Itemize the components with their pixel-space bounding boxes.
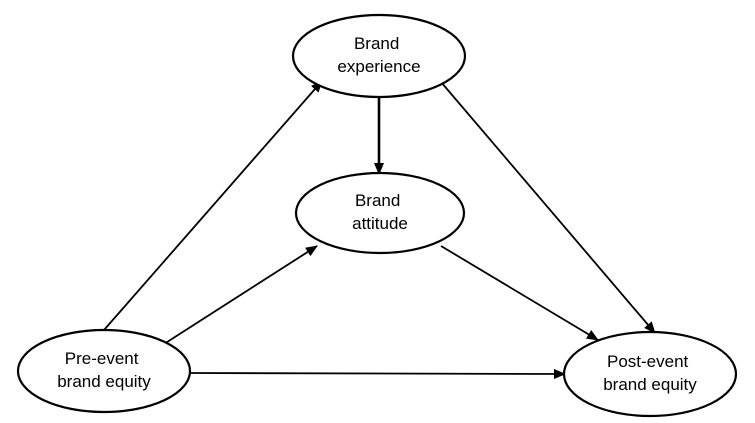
node-pre-event-brand-equity-ellipse <box>16 328 192 414</box>
node-pre-event-brand-equity-label: Pre-event brand equity <box>57 349 151 391</box>
node-label-line: attitude <box>352 214 408 233</box>
node-brand-experience: Brand experience <box>291 13 467 99</box>
edge-pre-event-equity-to-attitude <box>163 245 318 345</box>
node-label-line: experience <box>337 57 420 76</box>
node-brand-experience-ellipse <box>291 13 467 99</box>
edge-experience-to-post-event-equity <box>440 81 656 334</box>
node-label-line: Brand <box>354 34 399 53</box>
node-label-line: Pre-event <box>65 349 139 368</box>
node-post-event-brand-equity-ellipse <box>562 330 738 418</box>
node-brand-attitude: Brand attitude <box>294 171 466 255</box>
node-pre-event-brand-equity: Pre-event brand equity <box>16 328 192 414</box>
node-label-line: brand equity <box>57 372 151 391</box>
edge-pre-event-equity-to-post-event-equity <box>187 368 566 379</box>
edges <box>103 80 656 379</box>
node-brand-experience-label: Brand experience <box>337 34 420 76</box>
node-brand-attitude-ellipse <box>294 171 466 255</box>
node-label-line: brand equity <box>603 375 697 394</box>
node-label-line: Brand <box>355 191 400 210</box>
edge-attitude-to-post-event-equity <box>440 245 599 341</box>
node-label-line: Post-event <box>607 352 689 371</box>
node-post-event-brand-equity-label: Post-event brand equity <box>603 352 697 394</box>
node-post-event-brand-equity: Post-event brand equity <box>562 330 738 418</box>
edge-pre-event-equity-to-experience <box>103 80 323 331</box>
node-brand-attitude-label: Brand attitude <box>352 191 408 233</box>
